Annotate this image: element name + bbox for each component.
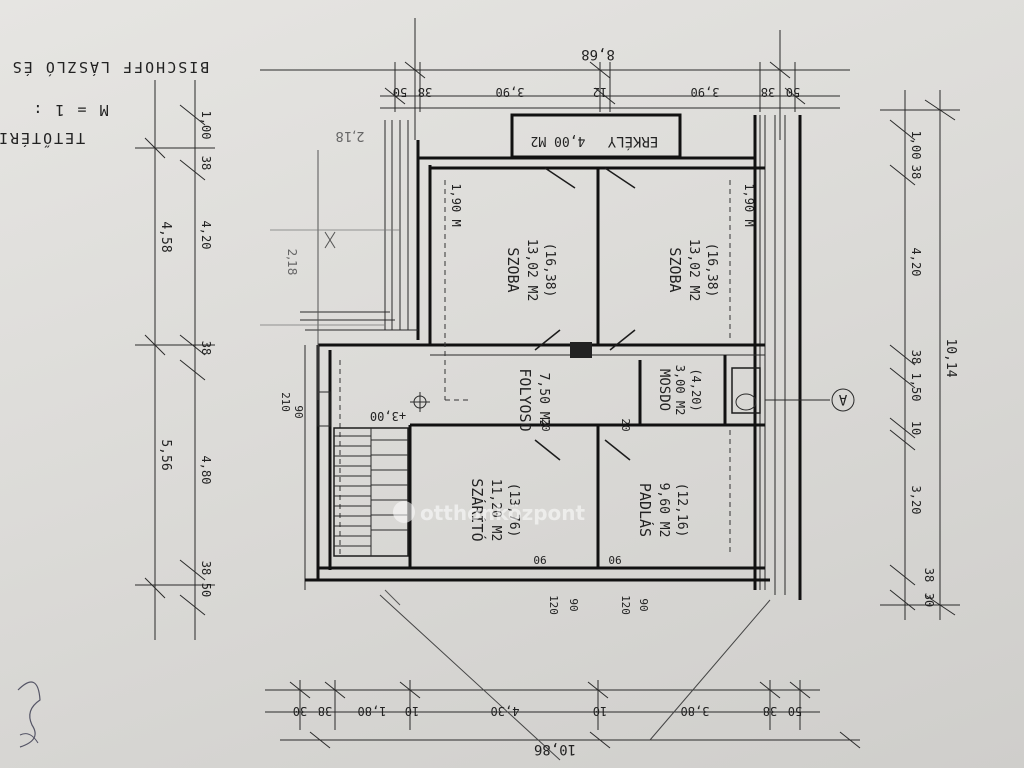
door-width-90c: 90	[292, 405, 305, 418]
room-area2-padlas: (12,16)	[674, 483, 689, 538]
dim-bottom-4: 10	[405, 704, 419, 718]
dim-right-4: 38	[909, 350, 923, 364]
dim-left-3: 4,20	[199, 221, 213, 250]
dim-right-5: 1,50	[909, 373, 923, 402]
dim-top-1: 50	[393, 85, 407, 99]
dim-bottom-5: 4,30	[491, 704, 520, 718]
dim-right-3: 4,20	[909, 248, 923, 277]
pencil-marks	[17, 150, 771, 761]
door-label-b: 20	[619, 418, 632, 431]
door-marks	[317, 167, 636, 461]
bottom-dimension-text: 10,86 30 38 1,80 10 4,30 10 3,80 38 50	[293, 704, 802, 757]
dim-right-1: 1,00	[909, 131, 923, 160]
watermark: otthonközpont	[393, 501, 586, 525]
dim-bottom-7: 3,80	[681, 704, 710, 718]
dim-left-total2: 5,56	[158, 439, 173, 470]
dim-right-7: 3,20	[909, 486, 923, 515]
door-width-a: 90	[533, 553, 546, 566]
left-dimension-lines	[135, 80, 215, 640]
dim-right-total: 10,14	[943, 338, 958, 377]
dim-left-2: 38	[199, 156, 213, 170]
dim-left-total1: 4,58	[158, 221, 173, 252]
room-area-szoba-right: 13,02 M2	[686, 239, 701, 302]
section-letter: A	[838, 391, 847, 407]
room-area-mosdo: 3,00 M2	[673, 365, 687, 416]
dim-top-6: 38	[761, 85, 775, 99]
subtitle-line: TETŐTÉRI A	[0, 129, 85, 149]
sill-a: 90	[567, 598, 580, 611]
sill-b: 90	[637, 598, 650, 611]
dim-bottom-9: 50	[788, 704, 802, 718]
watermark-logo-icon	[393, 501, 415, 523]
scale-line: M = 1 :	[31, 101, 108, 119]
title-block: BISCHOFF LÁSZLÓ ÉS TETŐTÉRI A M = 1 :	[0, 58, 209, 149]
hand-note-218: 2,18	[336, 128, 365, 143]
dim-right-9: 30	[922, 593, 936, 607]
room-area2-szarito: (13,76)	[506, 483, 521, 538]
dim-top-2: 38	[418, 85, 432, 99]
section-mark: A	[765, 388, 855, 412]
stairs	[333, 427, 409, 557]
door-height-b: 120	[619, 595, 632, 615]
dim-top-total: 8,68	[581, 46, 615, 62]
dim-right-2: 38	[909, 165, 923, 179]
dim-bottom-2: 38	[318, 704, 332, 718]
room-name-erkely: ERKÉLY	[607, 133, 658, 150]
room-area2-szoba-right: (16,38)	[704, 243, 719, 298]
room-labels: SZOBA 13,02 M2 (16,38) SZOBA 13,02 M2 (1…	[468, 133, 719, 542]
height-label-right: 1,90 M	[742, 183, 756, 226]
room-area-folyoso: 7,50 M2	[536, 373, 551, 428]
room-name-szoba-left: SZOBA	[504, 247, 522, 292]
room-name-szarito: SZÁRÍTÓ	[468, 478, 487, 541]
right-dimension-lines	[880, 90, 960, 620]
door-height-a: 120	[547, 595, 560, 615]
door-width-b: 90	[608, 553, 621, 566]
dim-left-4: 38	[199, 341, 213, 355]
interior-walls	[408, 168, 765, 568]
top-dimension-text: 8,68 50 38 3,90 12 3,90 38 50	[393, 46, 800, 99]
room-area2-szoba-left: (16,38)	[542, 243, 557, 298]
title-line: BISCHOFF LÁSZLÓ ÉS	[11, 58, 210, 77]
dim-top-4: 12	[593, 85, 607, 99]
misc-labels: 1,90 M 1,90 M +3,00 20 20 90 90 120 120 …	[279, 128, 756, 615]
door-height-210: 210	[279, 392, 292, 412]
dim-right-8: 38	[922, 568, 936, 582]
room-name-padlas: PADLÁS	[636, 483, 655, 537]
room-area2-mosdo: (4,20)	[689, 368, 703, 411]
outer-walls	[300, 113, 802, 600]
bottom-dimension-lines	[265, 680, 861, 749]
room-area-szarito: 11,20 M2	[488, 479, 503, 542]
right-dimension-text: 1,00 38 4,20 38 1,50 10 3,20 38 30 10,14	[909, 131, 958, 608]
dim-right-6: 10	[909, 421, 923, 435]
dim-top-5: 3,90	[691, 85, 720, 99]
dim-left-5: 4,80	[199, 456, 213, 485]
room-area-szoba-left: 13,02 M2	[524, 239, 539, 302]
dim-left-7: 50	[199, 583, 213, 597]
dim-top-7: 50	[786, 85, 800, 99]
dim-bottom-1: 30	[293, 704, 307, 718]
dim-top-3: 3,90	[496, 85, 525, 99]
room-area-erkely: 4,00 M2	[531, 133, 586, 148]
hand-note-218b: 2,18	[285, 249, 299, 276]
door-label-a: 20	[539, 418, 552, 431]
watermark-text: otthonközpont	[420, 501, 586, 525]
dim-bottom-6: 10	[593, 704, 607, 718]
dim-bottom-total: 10,86	[534, 741, 576, 757]
top-dimension-lines	[260, 18, 850, 140]
room-name-szoba-right: SZOBA	[666, 247, 684, 292]
room-name-folyoso: FOLYOSO	[516, 368, 534, 431]
dim-left-6: 38	[199, 561, 213, 575]
room-name-mosdo: MOSDO	[656, 369, 672, 411]
dim-left-1: 1,00	[199, 111, 213, 140]
dim-bottom-3: 1,80	[358, 704, 387, 718]
dim-bottom-8: 38	[763, 704, 777, 718]
level-label: +3,00	[370, 409, 406, 423]
roof-slope-lines	[339, 180, 731, 555]
room-area-padlas: 9,60 M2	[656, 483, 671, 538]
left-dimension-text: 1,00 38 4,20 4,58 38 4,80 5,56 38 50	[158, 111, 213, 598]
height-label-left: 1,90 M	[449, 183, 463, 226]
